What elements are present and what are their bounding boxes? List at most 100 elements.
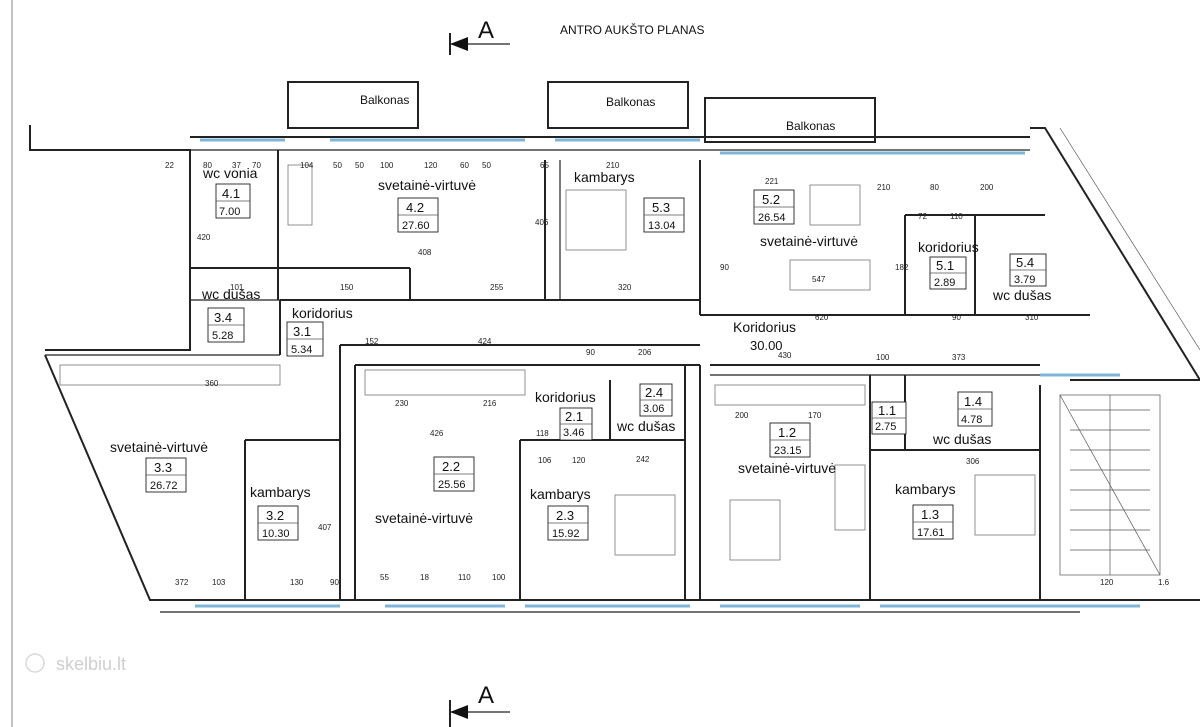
- room-area: 25.56: [438, 479, 466, 491]
- dim: 407: [318, 523, 332, 532]
- balcony-2: Balkonas: [547, 81, 689, 129]
- room-1-4: 1.4 4.78 wc dušas: [932, 391, 993, 447]
- dim: 430: [778, 351, 792, 360]
- dim: 182: [895, 263, 909, 272]
- dim: 255: [490, 283, 504, 292]
- room-name: koridorius: [535, 389, 596, 405]
- dim: 120: [424, 161, 438, 170]
- room-name: wc dušas: [616, 418, 675, 434]
- room-2-1: koridorius 2.1 3.46: [535, 389, 596, 441]
- staircase: [1059, 394, 1161, 576]
- dim: 65: [540, 161, 549, 170]
- room-area: 2.75: [875, 421, 896, 433]
- room-1-1: 1.1 2.75: [871, 401, 907, 435]
- dim: 373: [952, 353, 966, 362]
- dim: 90: [330, 578, 339, 587]
- room-area: 27.60: [402, 220, 430, 232]
- room-number: 5.1: [936, 258, 954, 273]
- room-name: wc dušas: [992, 287, 1051, 303]
- room-area: 3.06: [643, 403, 664, 415]
- room-5-3: kambarys 5.3 13.04: [574, 169, 685, 233]
- room-number: 3.4: [214, 310, 232, 325]
- dim: 120: [1100, 578, 1114, 587]
- room-area: 3.79: [1014, 274, 1035, 286]
- room-5-2: 5.2 26.54 svetainė-virtuvė: [753, 189, 858, 249]
- balcony-1-label: Balkonas: [360, 93, 409, 107]
- room-area: 26.54: [758, 212, 786, 224]
- room-area: 3.46: [563, 427, 584, 439]
- dim: 620: [815, 313, 829, 322]
- dim: 110: [950, 212, 963, 221]
- dim: 406: [535, 218, 549, 227]
- dim: 50: [333, 161, 342, 170]
- dim: 1.6: [1158, 578, 1170, 587]
- dim: 130: [290, 578, 304, 587]
- room-3-4: wc dušas 3.4 5.28: [201, 286, 260, 343]
- room-2-4: 2.4 3.06 wc dušas: [616, 383, 675, 434]
- section-marker-top: A: [449, 17, 510, 55]
- dim: 150: [340, 283, 354, 292]
- room-number: 2.3: [556, 508, 574, 523]
- room-name: wc dušas: [932, 431, 991, 447]
- room-number: 1.1: [878, 403, 896, 418]
- room-number: 5.2: [762, 192, 780, 207]
- dim: 210: [606, 161, 620, 170]
- dim: 103: [212, 578, 226, 587]
- room-4-2: svetainė-virtuvė 4.2 27.60: [378, 177, 476, 233]
- dim: 104: [300, 161, 314, 170]
- balcony-3: Balkonas: [704, 97, 876, 143]
- dim: 221: [765, 177, 779, 186]
- room-number: 2.4: [645, 385, 663, 400]
- room-name: svetainė-virtuvė: [375, 510, 473, 526]
- dim: 55: [380, 573, 389, 582]
- dim: 200: [735, 411, 749, 420]
- dim: 50: [482, 161, 491, 170]
- dim: 200: [980, 183, 994, 192]
- room-number: 1.3: [921, 507, 939, 522]
- dim: 110: [458, 573, 471, 582]
- dim: 216: [483, 399, 497, 408]
- room-number: 2.2: [442, 459, 460, 474]
- interior-walls: [45, 150, 1090, 600]
- room-name: wc vonia: [202, 165, 258, 181]
- room-4-1: wc vonia 4.1 7.00: [202, 165, 258, 219]
- dim: 120: [572, 456, 586, 465]
- watermark: skelbiu.lt: [25, 653, 126, 674]
- dim: 90: [720, 263, 729, 272]
- balcony-3-label: Balkonas: [786, 119, 835, 133]
- dim: 152: [365, 337, 379, 346]
- room-name: kambarys: [530, 486, 591, 502]
- room-3-2: kambarys 3.2 10.30: [250, 484, 311, 541]
- dim: 80: [203, 161, 212, 170]
- balcony-1: Balkonas: [287, 81, 419, 129]
- dim: 372: [175, 578, 189, 587]
- dim: 206: [638, 348, 652, 357]
- dim: 424: [478, 337, 492, 346]
- room-number: 1.4: [964, 394, 982, 409]
- room-3-1: koridorius 3.1 5.34: [286, 305, 353, 357]
- room-3-3: svetainė-virtuvė 3.3 26.72: [110, 439, 208, 493]
- room-name: svetainė-virtuvė: [760, 233, 858, 249]
- dim: 210: [877, 183, 891, 192]
- dim: 70: [252, 161, 261, 170]
- dim: 90: [586, 348, 595, 357]
- dim: 230: [395, 399, 409, 408]
- room-name: svetainė-virtuvė: [110, 439, 208, 455]
- dim: 50: [355, 161, 364, 170]
- room-name: koridorius: [292, 305, 353, 321]
- room-number: 3.2: [266, 508, 284, 523]
- section-label-bottom: A: [478, 682, 494, 709]
- dim: 37: [232, 161, 241, 170]
- room-number: 4.2: [406, 200, 424, 215]
- corridor-name: Koridorius: [733, 319, 796, 335]
- room-number: 3.3: [154, 460, 172, 475]
- room-name: svetainė-virtuvė: [738, 460, 836, 476]
- watermark-text: skelbiu.lt: [56, 654, 126, 674]
- dim: 310: [1025, 313, 1039, 322]
- room-area: 17.61: [917, 527, 945, 539]
- plan-title: ANTRO AUKŠTO PLANAS: [560, 22, 705, 37]
- dim: 100: [380, 161, 394, 170]
- furniture: [59, 164, 1036, 561]
- dim: 320: [618, 283, 632, 292]
